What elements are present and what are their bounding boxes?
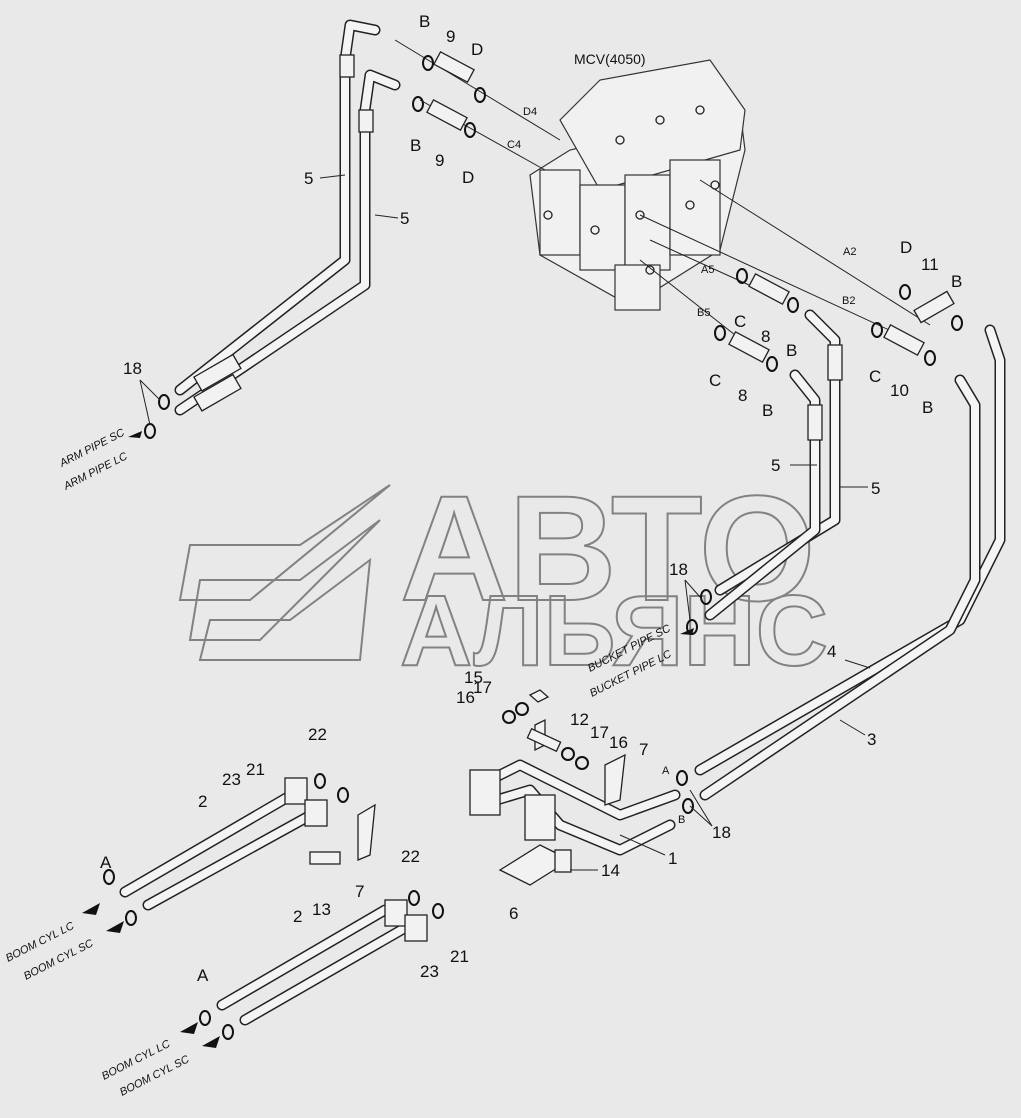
adapters	[426, 51, 955, 363]
callout-4: 4	[827, 642, 836, 661]
callout-a: A	[100, 853, 112, 872]
boom-pipe-assembly	[469, 718, 681, 886]
clamps-and-bolts	[309, 689, 626, 865]
boom-pipe-hoses	[694, 324, 1006, 801]
callout-8: 8	[738, 386, 747, 405]
watermark-line1: АВТО	[400, 464, 816, 632]
direction-arrows	[82, 431, 694, 1048]
watermark-wing-icon	[188, 519, 381, 641]
callout-22: 22	[308, 725, 327, 744]
watermark-line2: АЛЬЯНС	[400, 575, 828, 687]
callout-18: 18	[669, 560, 688, 579]
callout-leaders	[139, 174, 871, 871]
callout-6: 6	[509, 904, 518, 923]
callout-5: 5	[304, 169, 313, 188]
port-label-b2: B2	[842, 295, 855, 307]
callout-7: 7	[355, 882, 364, 901]
callout-5: 5	[871, 479, 880, 498]
callout-5: 5	[400, 209, 409, 228]
callout-13: 13	[312, 900, 331, 919]
port-label-b5: B5	[697, 307, 710, 319]
callout-21: 21	[450, 947, 469, 966]
callout-5: 5	[771, 456, 780, 475]
callout-17: 17	[590, 723, 609, 742]
arrow-icon	[128, 431, 142, 438]
callout-a: A	[197, 966, 209, 985]
callout-16: 16	[609, 733, 628, 752]
callout-d: D	[471, 40, 483, 59]
callout-12: 12	[570, 710, 589, 729]
callout-c: C	[734, 312, 746, 331]
callout-15: 15	[464, 668, 483, 687]
arrow-icon	[680, 628, 694, 635]
main-control-valve	[529, 59, 746, 311]
callout-d: D	[462, 168, 474, 187]
callout-22: 22	[401, 847, 420, 866]
callout-8: 8	[761, 327, 770, 346]
callout-3: 3	[867, 730, 876, 749]
callout-16: 16	[456, 688, 475, 707]
callout-2: 2	[293, 907, 302, 926]
callout-10: 10	[890, 381, 909, 400]
boom-cylinder-hoses	[119, 777, 428, 1026]
callout-b: B	[786, 341, 797, 360]
callout-2: 2	[198, 792, 207, 811]
callout-7: 7	[639, 740, 648, 759]
callout-18: 18	[123, 359, 142, 378]
callout-b: B	[419, 12, 430, 31]
callout-9: 9	[435, 151, 444, 170]
o-rings	[103, 55, 963, 1040]
watermark-wing-icon	[198, 557, 372, 661]
callout-d: D	[900, 238, 912, 257]
callout-numbers: B 9 D B 9 D 5 5 D 11 B C 8 B C 10 B C 8 …	[100, 12, 962, 985]
arrow-icon	[180, 1022, 198, 1034]
callout-c: C	[869, 367, 881, 386]
callout-b: B	[762, 401, 773, 420]
arrow-icon	[106, 921, 124, 933]
callout-9: 9	[446, 27, 455, 46]
bucket-hoses	[704, 309, 843, 621]
watermark-logo: АВТО АЛЬЯНС	[178, 463, 829, 688]
callout-23: 23	[222, 770, 241, 789]
callout-21: 21	[246, 760, 265, 779]
port-label-a2: A2	[843, 246, 856, 258]
valve-name-label: MCV(4050)	[574, 51, 646, 67]
callout-18: 18	[712, 823, 731, 842]
port-label-c4: C4	[507, 139, 521, 151]
callout-1: 1	[668, 849, 677, 868]
port-label-d4: D4	[523, 106, 537, 118]
port-leader-lines	[394, 39, 931, 336]
port-label-a5: A5	[701, 264, 714, 276]
callout-c: C	[709, 371, 721, 390]
arm-hoses	[174, 19, 401, 416]
arrow-icon	[202, 1036, 220, 1048]
callout-11: 11	[921, 255, 939, 274]
callout-14: 14	[601, 861, 620, 880]
callout-b: B	[922, 398, 933, 417]
callout-b: B	[951, 272, 962, 291]
callout-23: 23	[420, 962, 439, 981]
pipe-port-a: A	[662, 765, 670, 777]
arrow-icon	[82, 903, 100, 915]
callout-17: 17	[473, 678, 492, 697]
pipe-port-b: B	[678, 814, 685, 826]
callout-b: B	[410, 136, 421, 155]
